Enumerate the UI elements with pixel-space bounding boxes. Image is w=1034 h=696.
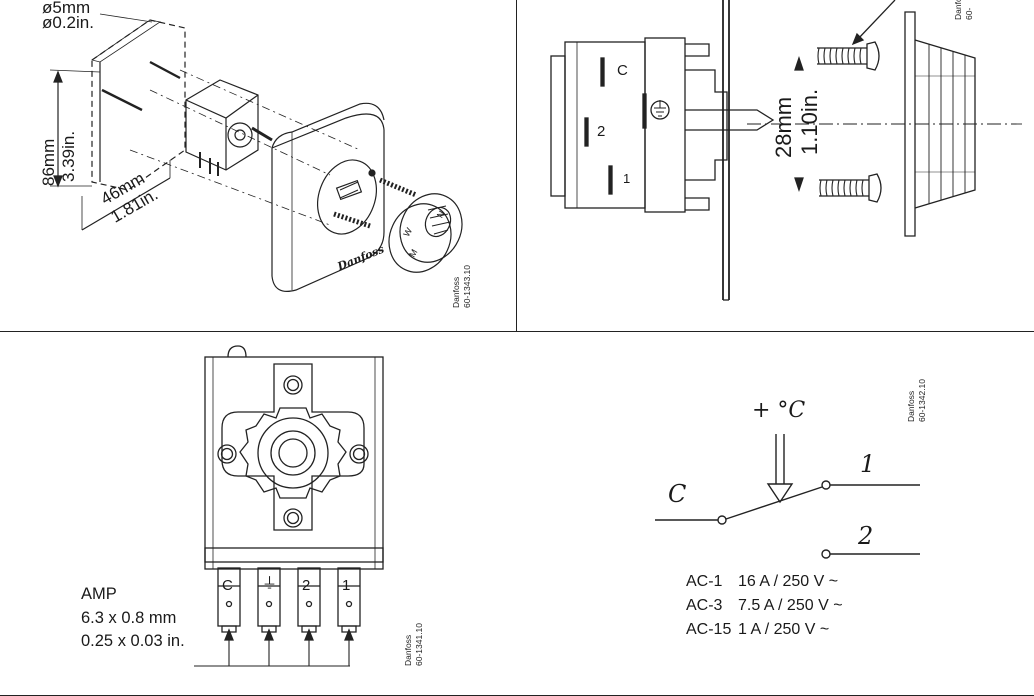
reference-code: 60- <box>964 7 974 20</box>
thermostat-mechanism <box>185 79 259 171</box>
reference-brand: Danfoss <box>953 0 963 20</box>
upper-screw <box>817 41 880 71</box>
front-view-drawing <box>194 345 920 667</box>
reference-brand: Danfoss <box>906 390 916 422</box>
terminal-c-label: C <box>617 62 628 79</box>
thermostat-front-body <box>204 356 384 570</box>
terminal-block <box>217 567 361 633</box>
contact-1-label: 1 <box>860 450 876 478</box>
rating-category: AC-1 <box>686 573 723 590</box>
side-view-panel: C 2 1 28mm 1.10in. Danfoss 60- <box>516 0 1034 333</box>
switch-schematic <box>655 434 920 559</box>
terminal-1-label: 1 <box>623 171 631 186</box>
reference-code: 60-1341.10 <box>414 622 424 666</box>
amp-title: AMP <box>81 585 117 603</box>
contact-2-label: 2 <box>858 522 874 550</box>
height-in-label: 3.39in. <box>59 130 78 182</box>
hole-diameter-in: ø0.2in. <box>42 13 94 32</box>
thermostat-back <box>550 55 566 197</box>
side-view-drawing <box>550 0 1022 301</box>
depth-mm-label: 28mm <box>771 96 796 158</box>
terminal-2-label: 2 <box>597 123 606 140</box>
mounting-cross-plate <box>221 363 365 531</box>
terminal-1: 1 <box>342 577 351 594</box>
thermostat-cover <box>271 113 385 292</box>
reference-code: 60-1342.10 <box>917 378 927 422</box>
exploded-view-panel: ø5mm ø0.2in. 86mm 3.39in. 46mm 1.81in. D… <box>0 0 518 333</box>
amp-size-in: 0.25 x 0.03 in. <box>81 632 185 650</box>
rating-row: AC-3 7.5 A / 250 V ~ <box>686 598 843 614</box>
depth-in-label: 1.10in. <box>797 88 822 155</box>
reference-brand: Danfoss <box>451 276 461 308</box>
back-plate-outline <box>91 19 186 191</box>
thermostat-knob <box>399 193 463 263</box>
rating-category: AC-15 <box>686 621 732 638</box>
rating-category: AC-3 <box>686 597 723 614</box>
temperature-label: + °C <box>752 398 806 423</box>
exploded-view-drawing <box>49 13 463 292</box>
reference-brand: Danfoss <box>403 634 413 666</box>
switch-contact <box>725 486 823 520</box>
rating-row: AC-1 16 A / 250 V ~ <box>686 574 838 590</box>
lower-screw <box>819 173 882 203</box>
reference-code: 60-1343.10 <box>462 264 472 308</box>
rating-value: 16 A / 250 V ~ <box>738 573 839 590</box>
terminal-c: C <box>222 577 233 594</box>
rating-row: AC-15 1 A / 250 V ~ <box>686 622 829 638</box>
rating-value: 1 A / 250 V ~ <box>738 621 830 638</box>
height-mm-label: 86mm <box>39 138 58 186</box>
thermostat-shaft <box>685 109 775 131</box>
common-label: C <box>668 480 687 508</box>
amp-size-mm: 6.3 x 0.8 mm <box>81 609 177 627</box>
rating-value: 7.5 A / 250 V ~ <box>738 597 843 614</box>
knob-body <box>914 39 976 209</box>
terminal-2: 2 <box>302 577 311 594</box>
terminal-earth: ⏚ <box>262 575 278 592</box>
temperature-actuator-arrow <box>766 483 794 504</box>
hole-diameter-mm: ø5mm <box>42 0 91 17</box>
gear-wheel <box>239 407 347 499</box>
knob-front-plate <box>904 11 916 237</box>
front-and-schematic-panel: C ⏚ 2 1 AMP 6.3 x 0.8 mm 0.25 x 0.03 in.… <box>0 331 1034 696</box>
